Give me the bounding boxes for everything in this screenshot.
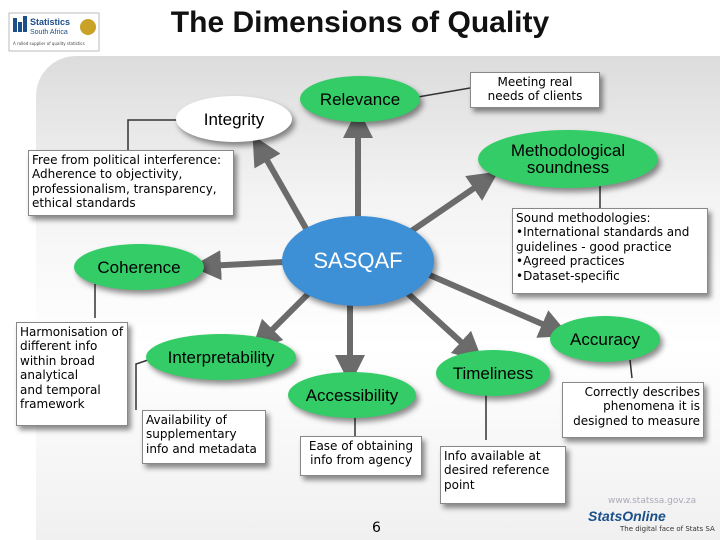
relevance-label: Relevance [319, 89, 401, 109]
interpretability-node: Interpretability [146, 334, 296, 380]
coherence-desc-line: Harmonisation of [20, 325, 124, 339]
methodological-desc-line: •Agreed practices [516, 254, 625, 269]
page-title: The Dimensions of Quality [170, 6, 550, 39]
accuracy-node: Accuracy [550, 316, 660, 362]
arrow-coherence [191, 250, 285, 281]
relevance-node: Relevance [300, 76, 420, 122]
methodological-desc-line: •Dataset-specific [516, 268, 620, 283]
accessibility-desc-line: Ease of obtaining [308, 439, 414, 453]
integrity-label: Integrity [203, 109, 265, 129]
methodological-desc-line: •International standards and [516, 225, 690, 240]
methodological-label-2: soundness [526, 158, 610, 177]
logo-line2: South Africa [30, 29, 68, 36]
integrity-description: Free from political interference: Adhere… [28, 150, 234, 216]
timeliness-label: Timeliness [452, 363, 534, 383]
methodological-description: Sound methodologies: •International stan… [512, 208, 708, 294]
accessibility-description: Ease of obtaining info from agency [300, 436, 422, 476]
link-relevance [411, 87, 471, 99]
footer-url: www.statssa.gov.za [608, 496, 697, 506]
logo-graphic: Statistics South Africa A rolled supplie… [8, 12, 100, 52]
accuracy-desc-line: phenomena it is [603, 399, 700, 414]
sasqaf-center: SASQAF [282, 216, 434, 306]
coherence-label: Coherence [97, 257, 181, 277]
integrity-desc-line: Adherence to objectivity, [32, 167, 183, 182]
accuracy-desc-line: designed to measure [573, 413, 700, 428]
footer-tagline: The digital face of Stats SA [620, 525, 715, 533]
coherence-desc-line: and temporal [20, 382, 101, 397]
coherence-node: Coherence [74, 244, 204, 290]
accuracy-description: Correctly describes phenomena it is desi… [562, 382, 704, 438]
integrity-desc-line: ethical standards [32, 196, 136, 211]
accuracy-desc-line: Correctly describes [584, 385, 700, 399]
accuracy-label: Accuracy [570, 329, 640, 349]
interpretability-label: Interpretability [167, 347, 275, 367]
coherence-description: Harmonisation of different info within b… [16, 322, 128, 426]
statsonline-logo: StatsOnline [588, 508, 666, 524]
integrity-node: Integrity [176, 96, 292, 142]
logo-line1: Statistics [30, 17, 70, 27]
stats-sa-logo: Statistics South Africa A rolled supplie… [8, 12, 100, 52]
methodological-desc-line: guidelines - good practice [516, 239, 672, 254]
coherence-desc-line: framework [20, 396, 85, 411]
relevance-desc-line: needs of clients [487, 89, 583, 104]
logo-tagline: A rolled supplier of quality statistics [13, 41, 85, 46]
integrity-desc-line: Free from political interference: [32, 153, 222, 167]
interpretability-desc-line: supplementary [146, 427, 237, 442]
interpretability-desc-line: Availability of [146, 413, 227, 427]
interpretability-desc-line: info and metadata [146, 441, 257, 456]
accessibility-desc-line: info from agency [310, 453, 412, 468]
arrow-timeliness [401, 287, 484, 363]
accessibility-label: Accessibility [305, 385, 399, 405]
page-number: 6 [372, 520, 381, 536]
methodological-desc-line: Sound methodologies: [516, 211, 651, 225]
coherence-desc-line: different info [20, 339, 98, 354]
arrow-integrity [252, 134, 311, 234]
methodological-node: Methodological soundness [478, 130, 658, 188]
relevance-description: Meeting real needs of clients [470, 72, 600, 108]
timeliness-desc-line: Info available at [444, 449, 541, 463]
center-label: SASQAF [313, 248, 403, 273]
arrow-methodological [408, 171, 499, 235]
coherence-desc-line: within broad [20, 353, 95, 368]
arrow-interpretability [251, 289, 313, 351]
integrity-desc-line: professionalism, transparency, [32, 181, 217, 196]
arrow-accuracy [416, 267, 570, 338]
timeliness-desc-line: point [444, 477, 475, 492]
link-accuracy [629, 359, 633, 379]
timeliness-description: Info available at desired reference poin… [440, 446, 566, 504]
methodological-label-1: Methodological [510, 141, 626, 160]
accessibility-node: Accessibility [288, 372, 416, 418]
interpretability-description: Availability of supplementary info and m… [142, 410, 266, 464]
timeliness-desc-line: desired reference [444, 463, 550, 478]
timeliness-node: Timeliness [436, 350, 550, 396]
coherence-desc-line: analytical [20, 368, 79, 383]
relevance-desc-line: Meeting real [497, 75, 573, 89]
